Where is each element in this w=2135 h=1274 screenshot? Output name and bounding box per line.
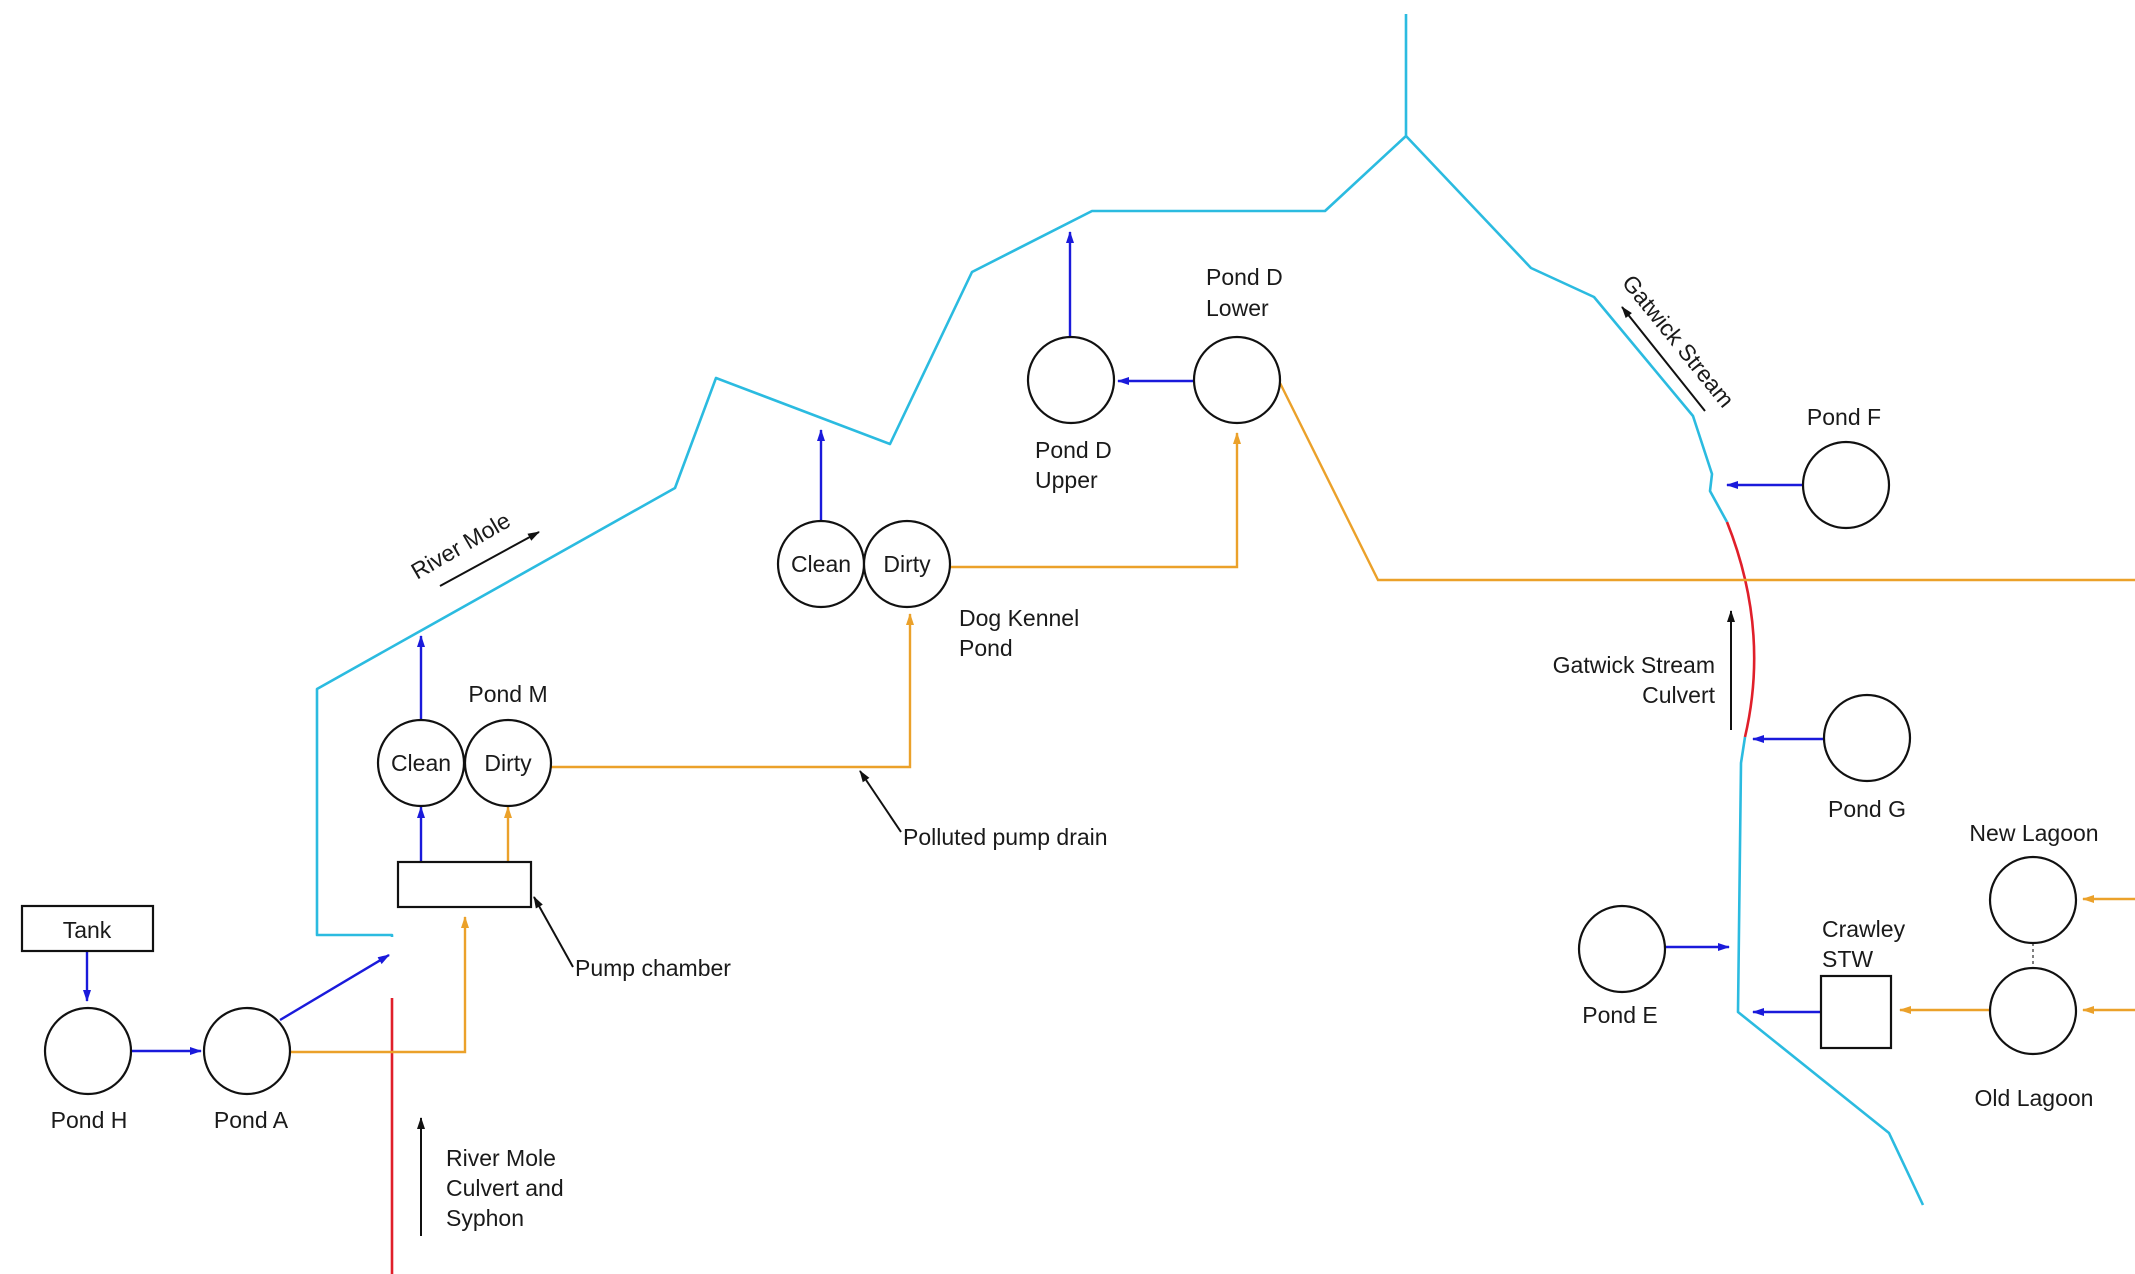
pond-m-clean-label: Clean: [391, 750, 451, 776]
gatwick-stream-label: Gatwick Stream: [1617, 270, 1739, 413]
new-lagoon-label: New Lagoon: [1969, 820, 2098, 846]
pond-a-circle: [202, 1006, 292, 1096]
gatwick-stream-direction-arrow: [1621, 306, 1706, 412]
pond-m-dirty-circle: [463, 718, 553, 808]
pond-h-circle: [43, 1006, 133, 1096]
dog-kennel-dirty-to-pond-d-lower-line: [950, 432, 1241, 569]
dog-kennel-clean-label: Clean: [791, 551, 851, 577]
pond-e-label: Pond E: [1582, 1002, 1657, 1028]
river-mole-culvert-label-2: Culvert and: [446, 1175, 564, 1201]
pond-a-label: Pond A: [214, 1107, 289, 1133]
pond-f-label: Pond F: [1807, 404, 1881, 430]
crawley-stw-label-2: STW: [1822, 946, 1873, 972]
dog-kennel-dirty-label: Dirty: [883, 551, 931, 577]
pond-d-upper-circle: [1026, 335, 1116, 425]
new-lagoon-circle: [1988, 855, 2078, 945]
river-mole-culvert-label-1: River Mole: [446, 1145, 556, 1171]
gatwick-stream-upper-line: [1405, 135, 1729, 523]
tank-box: [20, 904, 155, 953]
old-lagoon-circle: [1988, 966, 2078, 1056]
pump-chamber-box: [396, 860, 533, 909]
pond-d-upper-label-2: Upper: [1035, 467, 1098, 493]
pond-m-label: Pond M: [468, 681, 547, 707]
pond-g-circle: [1822, 693, 1912, 783]
dog-kennel-pond-label-2: Pond: [959, 635, 1013, 661]
pond-m-dirty-label: Dirty: [484, 750, 532, 776]
dog-kennel-pond-label-1: Dog Kennel: [959, 605, 1079, 631]
polluted-pump-drain-line: [551, 613, 914, 769]
tank-label: Tank: [63, 917, 112, 943]
crawley-stw-label-1: Crawley: [1822, 916, 1906, 942]
dog-kennel-dirty-circle: [862, 519, 952, 609]
pond-f-circle: [1801, 440, 1891, 530]
gatwick-culvert-label-2: Culvert: [1642, 682, 1715, 708]
pond-d-lower-circle: [1192, 335, 1282, 425]
pond-h-label: Pond H: [51, 1107, 128, 1133]
pond-d-lower-label-2: Lower: [1206, 295, 1269, 321]
pond-d-lower-label-1: Pond D: [1206, 264, 1283, 290]
old-lagoon-label: Old Lagoon: [1975, 1085, 2094, 1111]
pond-d-upper-label-1: Pond D: [1035, 437, 1112, 463]
pond-a-to-river-mole-arrow: [279, 953, 390, 1022]
gatwick-stream-culvert-line: [1725, 521, 1756, 738]
pond-e-circle: [1577, 904, 1667, 994]
pond-a-to-pump-chamber-line: [290, 916, 469, 1054]
polluted-pump-drain-label: Polluted pump drain: [903, 824, 1108, 850]
pump-chamber-label: Pump chamber: [575, 955, 731, 981]
pond-g-label: Pond G: [1828, 796, 1906, 822]
gatwick-stream-lower-line: [1736, 736, 1925, 1206]
river-mole-label: River Mole: [407, 507, 515, 584]
crawley-stw-box: [1819, 974, 1893, 1050]
polluted-pump-drain-pointer-arrow: [859, 770, 902, 833]
river-mole-culvert-label-3: Syphon: [446, 1205, 524, 1231]
gatwick-culvert-label-1: Gatwick Stream: [1553, 652, 1715, 678]
river-mole-line: [315, 14, 1408, 937]
pump-chamber-pointer-arrow: [533, 896, 574, 968]
river-mole-direction-arrow: [439, 531, 540, 587]
pond-d-lower-outflow-line: [1278, 382, 2135, 582]
